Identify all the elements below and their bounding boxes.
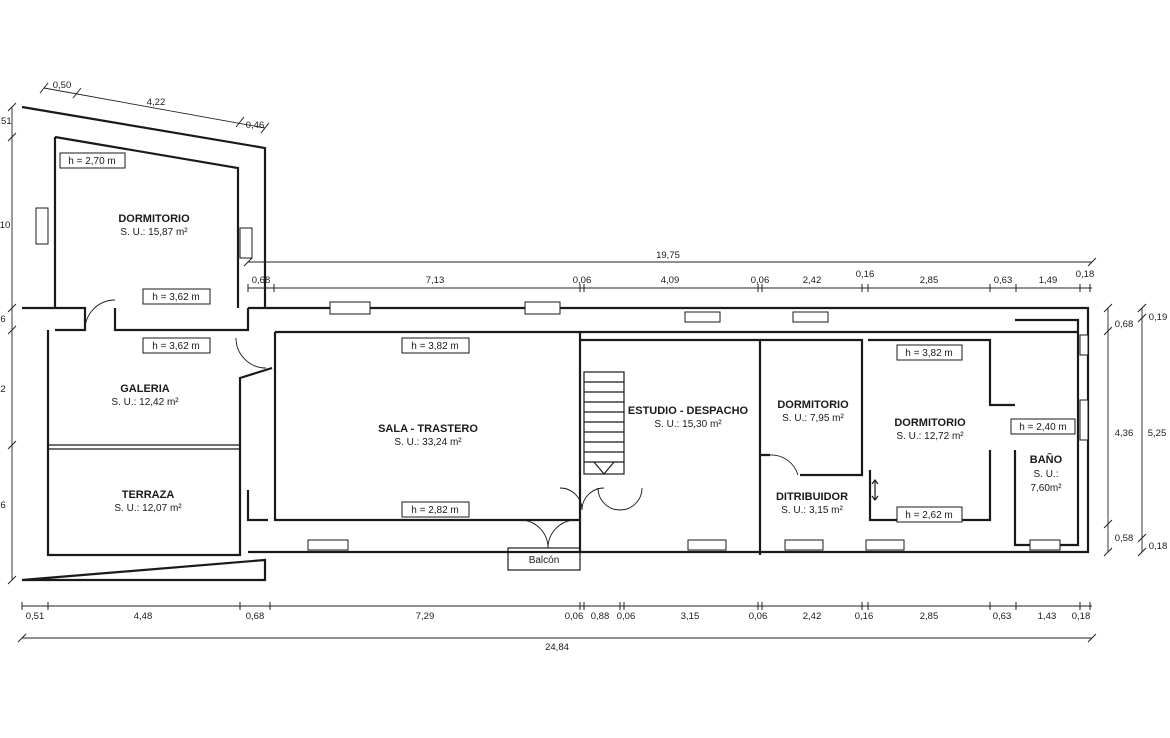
- dim-bottom-12: 0,63: [993, 611, 1012, 622]
- room-area-distribuidor: S. U.: 3,15 m²: [781, 505, 843, 516]
- height-labels: h = 2,70 m h = 3,62 m h = 3,62 m h = 3,8…: [59, 152, 1076, 523]
- dimension-top-slanted: 0,50 4,22 0,46: [39, 80, 270, 134]
- room-area-bano-value: 7,60m²: [1030, 483, 1062, 494]
- double-arrow-icon: [871, 479, 879, 501]
- dim-bottom-2: 0,68: [246, 611, 265, 622]
- room-area-dormitorio-3: S. U.: 12,72 m²: [896, 431, 964, 442]
- dim-bottom-13: 1,43: [1038, 611, 1057, 622]
- height-label-galeria: h = 3,62 m: [152, 341, 200, 352]
- balcony-outline: [507, 547, 581, 571]
- room-name-dormitorio-1: DORMITORIO: [118, 213, 190, 225]
- height-label-dormitorio-1: h = 2,70 m: [68, 156, 116, 167]
- dim-slant-3: 0,46: [246, 120, 265, 131]
- partition-bano: [1013, 318, 1080, 547]
- doors: [84, 299, 799, 549]
- height-label-dorm-lower: h = 3,62 m: [152, 292, 200, 303]
- dim-top-10: 0,18: [1076, 269, 1095, 280]
- dimension-top-segments: 0,68 7,13 0,06 4,09 0,06 2,42 0,16 2,85 …: [247, 269, 1095, 292]
- windows: [35, 207, 1089, 551]
- dimension-bottom-total: 24,84: [17, 633, 1097, 653]
- dim-right-outer-1: 5,25: [1148, 428, 1167, 439]
- dim-left-3: 2: [0, 384, 5, 395]
- dim-bottom-10: 0,16: [855, 611, 874, 622]
- room-name-dormitorio-2: DORMITORIO: [777, 399, 849, 411]
- dim-top-2: 0,06: [573, 275, 592, 286]
- dim-bottom-9: 2,42: [803, 611, 822, 622]
- dim-top-7: 2,85: [920, 275, 939, 286]
- dim-bottom-3: 7,29: [416, 611, 435, 622]
- dim-top-3: 4,09: [661, 275, 680, 286]
- dim-top-total: 19,75: [656, 250, 680, 261]
- dim-bottom-4: 0,06: [565, 611, 584, 622]
- height-label-dormitorio-3-bottom: h = 2,62 m: [905, 510, 953, 521]
- dim-left-4: 6: [0, 500, 5, 511]
- height-label-sala-top: h = 3,82 m: [411, 341, 459, 352]
- room-labels: DORMITORIO S. U.: 15,87 m² GALERIA S. U.…: [111, 213, 1062, 516]
- dim-right-inner-2: 0,58: [1115, 533, 1134, 544]
- room-area-dormitorio-1: S. U.: 15,87 m²: [120, 227, 188, 238]
- dimension-right-inner: 0,68 4,36 0,58: [1103, 303, 1134, 557]
- left-wing-outer-wall: [21, 105, 267, 582]
- dim-top-6: 0,16: [856, 269, 875, 280]
- dim-bottom-1: 4,48: [134, 611, 153, 622]
- staircase: [583, 371, 625, 475]
- dim-bottom-0: 0,51: [26, 611, 45, 622]
- dim-left-2: 6: [0, 314, 5, 325]
- dim-bottom-6: 0,06: [617, 611, 636, 622]
- room-area-sala-trastero: S. U.: 33,24 m²: [394, 437, 462, 448]
- main-inner-top-wall: [273, 330, 1078, 552]
- dimension-right-outer: 0,19 5,25 0,18: [1137, 303, 1168, 557]
- dim-top-4: 0,06: [751, 275, 770, 286]
- room-name-galeria: GALERIA: [120, 383, 170, 395]
- left-wing-side-walls: [46, 330, 273, 557]
- room-area-terraza: S. U.: 12,07 m²: [114, 503, 182, 514]
- dim-bottom-11: 2,85: [920, 611, 939, 622]
- room-name-sala-trastero: SALA - TRASTERO: [378, 423, 478, 435]
- dim-top-8: 0,63: [994, 275, 1013, 286]
- partition-dormitorio-large: [868, 338, 1015, 522]
- dim-bottom-7: 3,15: [681, 611, 700, 622]
- room-name-dormitorio-3: DORMITORIO: [894, 417, 966, 429]
- room-area-estudio: S. U.: 15,30 m²: [654, 419, 722, 430]
- left-wing-inner-wall: [53, 135, 240, 308]
- room-area-bano: S. U.:: [1033, 469, 1058, 480]
- dimension-left: .51 10 6 2 6: [0, 102, 17, 585]
- dim-top-1: 7,13: [426, 275, 445, 286]
- dim-right-inner-1: 4,36: [1115, 428, 1134, 439]
- room-area-dormitorio-2: S. U.: 7,95 m²: [782, 413, 844, 424]
- height-label-dormitorio-3: h = 3,82 m: [905, 348, 953, 359]
- dim-top-5: 2,42: [803, 275, 822, 286]
- dim-right-inner-0: 0,68: [1115, 319, 1134, 330]
- room-area-galeria: S. U.: 12,42 m²: [111, 397, 179, 408]
- dimension-top-total: 19,75: [243, 250, 1097, 267]
- dim-right-outer-0: 0,19: [1149, 312, 1168, 323]
- dimension-bottom-segments: 0,51 4,48 0,68 7,29 0,06 0,88 0,06 3,15 …: [21, 602, 1092, 622]
- dim-top-9: 1,49: [1039, 275, 1058, 286]
- room-name-distribuidor: DITRIBUIDOR: [776, 491, 848, 503]
- dim-left-1: 10: [0, 220, 10, 231]
- room-name-terraza: TERRAZA: [122, 489, 175, 501]
- dim-bottom-8: 0,06: [749, 611, 768, 622]
- dim-top-0: 0,68: [252, 275, 271, 286]
- dim-left-0: .51: [0, 116, 12, 127]
- height-label-sala-bottom: h = 2,82 m: [411, 505, 459, 516]
- room-name-estudio: ESTUDIO - DESPACHO: [628, 405, 749, 417]
- height-label-bano: h = 2,40 m: [1019, 422, 1067, 433]
- dim-bottom-14: 0,18: [1072, 611, 1091, 622]
- dim-bottom-total: 24,84: [545, 642, 569, 653]
- dim-right-outer-2: 0,18: [1149, 541, 1168, 552]
- dim-bottom-5: 0,88: [591, 611, 610, 622]
- dim-slant-1: 0,50: [53, 80, 72, 91]
- partition-dormitorio-small: [760, 338, 864, 477]
- wall-dorm-galeria: [22, 306, 250, 332]
- balcony-label: Balcón: [529, 555, 560, 566]
- wall-galeria-terraza: [48, 444, 240, 450]
- dim-slant-2: 4,22: [147, 97, 166, 108]
- room-name-bano: BAÑO: [1030, 453, 1063, 466]
